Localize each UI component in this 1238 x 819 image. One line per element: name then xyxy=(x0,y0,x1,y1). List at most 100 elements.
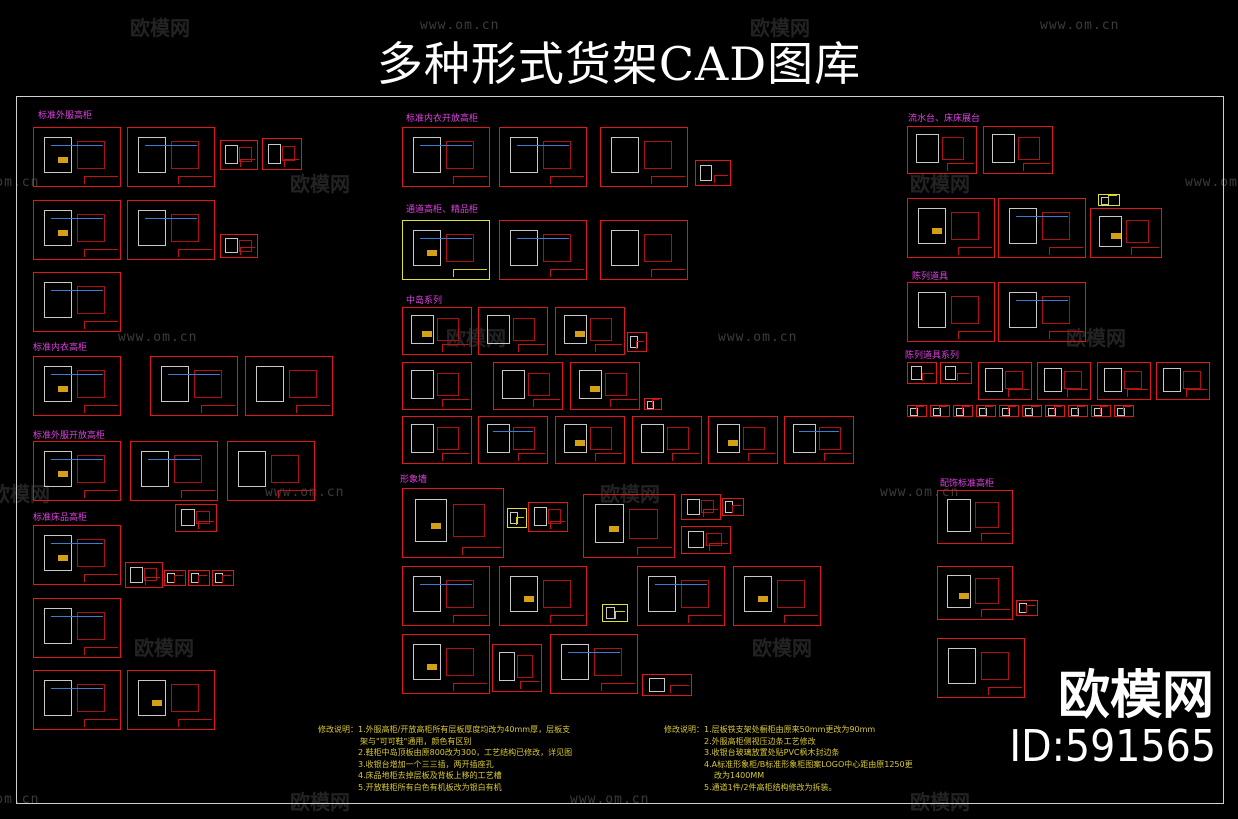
watermark-url: www.om.cn xyxy=(880,485,960,500)
cad-sheet[interactable] xyxy=(175,504,217,532)
cad-sheet[interactable] xyxy=(1016,600,1038,616)
cad-sheet[interactable] xyxy=(1098,194,1120,206)
cad-sheet[interactable] xyxy=(1045,405,1065,417)
cad-sheet[interactable] xyxy=(402,220,490,280)
cad-sheet[interactable] xyxy=(1068,405,1088,417)
cad-sheet[interactable] xyxy=(907,198,995,258)
cad-sheet[interactable] xyxy=(33,200,121,260)
cad-sheet[interactable] xyxy=(164,570,186,586)
cad-sheet[interactable] xyxy=(1156,362,1210,400)
cad-sheet[interactable] xyxy=(402,416,472,464)
revision-notes-right: 修改说明：1.层板铁支架处橱柜由原来50mm更改为90mm 2.外服高柜侧视压边… xyxy=(664,724,913,793)
cad-sheet[interactable] xyxy=(555,307,625,355)
cad-sheet[interactable] xyxy=(127,200,215,260)
cad-sheet[interactable] xyxy=(33,598,121,658)
cad-sheet[interactable] xyxy=(632,416,702,464)
cad-sheet[interactable] xyxy=(478,416,548,464)
cad-sheet[interactable] xyxy=(499,566,587,626)
cad-sheet[interactable] xyxy=(127,127,215,187)
cad-sheet[interactable] xyxy=(976,405,996,417)
watermark-url: www.om.cn xyxy=(118,330,198,345)
cad-sheet[interactable] xyxy=(695,160,731,186)
cad-sheet[interactable] xyxy=(402,362,472,410)
cad-sheet[interactable] xyxy=(402,127,490,187)
note-line: 3.收银台玻璃放置处贴PVC枫木封边条 xyxy=(704,748,840,757)
cad-sheet[interactable] xyxy=(227,441,315,501)
cad-sheet[interactable] xyxy=(478,307,548,355)
cad-sheet[interactable] xyxy=(507,508,527,528)
cad-sheet[interactable] xyxy=(722,498,744,516)
cad-sheet[interactable] xyxy=(681,494,721,520)
cad-sheet[interactable] xyxy=(602,604,628,622)
cad-sheet[interactable] xyxy=(188,570,210,586)
cad-sheet[interactable] xyxy=(402,307,472,355)
cad-sheet[interactable] xyxy=(33,127,121,187)
cad-sheet[interactable] xyxy=(402,566,490,626)
cad-sheet[interactable] xyxy=(998,198,1086,258)
cad-sheet[interactable] xyxy=(937,566,1013,620)
cad-sheet[interactable] xyxy=(998,282,1086,342)
cad-sheet[interactable] xyxy=(150,356,238,416)
cad-sheet[interactable] xyxy=(940,362,972,384)
cad-sheet[interactable] xyxy=(402,634,490,694)
cad-sheet[interactable] xyxy=(212,570,234,586)
cad-sheet[interactable] xyxy=(33,272,121,332)
cad-sheet[interactable] xyxy=(33,525,121,585)
watermark-url: www.om.cn xyxy=(0,175,40,190)
cad-sheet[interactable] xyxy=(555,416,625,464)
cad-sheet[interactable] xyxy=(262,138,302,170)
cad-sheet[interactable] xyxy=(644,398,662,410)
cad-sheet[interactable] xyxy=(708,416,778,464)
cad-sheet[interactable] xyxy=(1037,362,1091,400)
cad-sheet[interactable] xyxy=(220,140,258,170)
cad-sheet[interactable] xyxy=(733,566,821,626)
note-line: 4.床品地柜去掉层板及背板上移的工艺槽 xyxy=(358,771,502,780)
cad-sheet[interactable] xyxy=(33,356,121,416)
note-line: 2.外服高柜侧视压边条工艺修改 xyxy=(704,736,816,746)
resource-id: ID:591565 xyxy=(1009,721,1216,772)
cad-sheet[interactable] xyxy=(937,490,1013,544)
cad-sheet[interactable] xyxy=(125,562,163,588)
cad-sheet[interactable] xyxy=(1114,405,1134,417)
cad-sheet[interactable] xyxy=(681,526,731,554)
section-label: 通道高柜、精品柜 xyxy=(406,205,479,215)
cad-sheet[interactable] xyxy=(978,362,1032,400)
cad-sheet[interactable] xyxy=(583,494,675,558)
cad-sheet[interactable] xyxy=(33,441,121,501)
cad-sheet[interactable] xyxy=(33,670,121,730)
cad-sheet[interactable] xyxy=(953,405,973,417)
cad-sheet[interactable] xyxy=(127,670,215,730)
cad-sheet[interactable] xyxy=(642,674,692,696)
note-line: 修改说明：1.层板铁支架处橱柜由原来50mm更改为90mm xyxy=(664,725,876,734)
cad-sheet[interactable] xyxy=(402,488,504,558)
watermark-url: www.om.cn xyxy=(420,18,500,33)
cad-sheet[interactable] xyxy=(637,566,725,626)
cad-sheet[interactable] xyxy=(784,416,854,464)
cad-sheet[interactable] xyxy=(600,220,688,280)
cad-sheet[interactable] xyxy=(907,282,995,342)
cad-sheet[interactable] xyxy=(130,441,218,501)
cad-sheet[interactable] xyxy=(493,362,563,410)
cad-sheet[interactable] xyxy=(999,405,1019,417)
cad-sheet[interactable] xyxy=(937,638,1025,698)
cad-sheet[interactable] xyxy=(1097,362,1151,400)
cad-sheet[interactable] xyxy=(1091,405,1111,417)
cad-sheet[interactable] xyxy=(499,220,587,280)
cad-sheet[interactable] xyxy=(907,405,927,417)
cad-sheet[interactable] xyxy=(570,362,640,410)
cad-sheet[interactable] xyxy=(528,502,568,532)
cad-sheet[interactable] xyxy=(1022,405,1042,417)
watermark-brand: 欧模网 xyxy=(0,482,50,506)
cad-sheet[interactable] xyxy=(930,405,950,417)
cad-sheet[interactable] xyxy=(492,644,542,692)
cad-sheet[interactable] xyxy=(627,332,647,352)
cad-sheet[interactable] xyxy=(499,127,587,187)
cad-sheet[interactable] xyxy=(600,127,688,187)
cad-sheet[interactable] xyxy=(1090,208,1162,258)
cad-sheet[interactable] xyxy=(983,126,1053,174)
cad-sheet[interactable] xyxy=(550,634,638,694)
cad-sheet[interactable] xyxy=(907,362,937,384)
cad-sheet[interactable] xyxy=(245,356,333,416)
cad-sheet[interactable] xyxy=(220,234,258,258)
cad-sheet[interactable] xyxy=(907,126,977,174)
